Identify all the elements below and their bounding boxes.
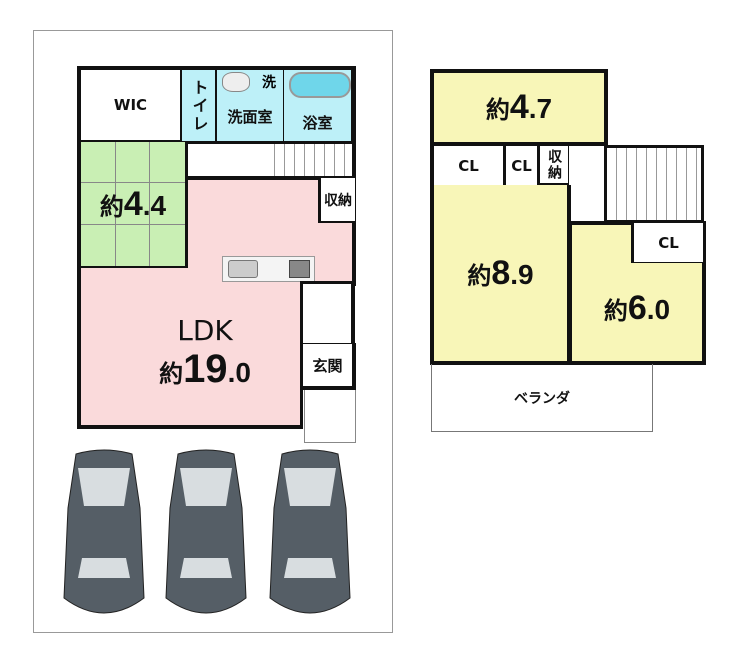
wall-bottom xyxy=(77,425,303,429)
stairs-2f-icon xyxy=(604,145,704,223)
storage-1f: 収納 xyxy=(318,178,355,223)
entrance-label: 玄関 xyxy=(312,356,343,375)
room-entrance: 玄関 xyxy=(302,343,356,390)
ldk-fill-lower xyxy=(77,265,302,427)
kitchen-sink-icon xyxy=(228,260,258,278)
room-4-7-area: 約4.7 xyxy=(485,88,553,126)
wash-sink-label: 洗 xyxy=(262,75,276,91)
closet-3: CL xyxy=(631,223,703,263)
ldk-area: 約19.0 xyxy=(159,346,251,391)
balcony: ベランダ xyxy=(431,364,653,432)
stairs-icon xyxy=(265,144,353,178)
wall-kitchen xyxy=(300,281,356,284)
room-4-7: 約4.7 xyxy=(430,69,608,146)
bath-label: 浴室 xyxy=(302,114,333,132)
room-8-9: 約8.9 xyxy=(430,185,571,365)
washroom-label: 洗面室 xyxy=(227,108,273,126)
closet-2-label: CL xyxy=(511,156,532,175)
closet-1-label: CL xyxy=(458,156,479,175)
tatami-area: 約4.4 xyxy=(99,184,167,223)
site-boundary xyxy=(33,30,393,633)
ldk-label-block: LDK 約19.0 xyxy=(120,305,290,400)
wall-left xyxy=(77,265,81,429)
storage-2f-label: 収納 xyxy=(546,148,562,181)
room-6-0-area: 約6.0 xyxy=(603,288,671,327)
bathtub-icon xyxy=(289,72,351,98)
car-icon xyxy=(63,449,145,614)
ldk-label: LDK xyxy=(177,313,233,347)
room-tatami: 約4.4 xyxy=(77,142,188,268)
entry-hall xyxy=(302,284,355,344)
storage-1f-label: 収納 xyxy=(324,192,352,209)
wall-ldk-right xyxy=(300,281,303,429)
wic-label: WIC xyxy=(113,96,148,114)
closet-2: CL xyxy=(504,144,539,186)
closet-1: CL xyxy=(430,144,505,186)
car-icon xyxy=(165,449,247,614)
balcony-label: ベランダ xyxy=(514,390,570,407)
room-8-9-area: 約8.9 xyxy=(467,253,534,292)
closet-3-label: CL xyxy=(658,233,679,252)
wall-hall-ldk xyxy=(186,176,355,180)
car-icon xyxy=(269,449,351,614)
stove-icon xyxy=(289,260,310,278)
porch xyxy=(304,390,356,443)
toilet-label: トイレ xyxy=(189,78,209,133)
wall-right xyxy=(352,66,356,286)
storage-2f: 収納 xyxy=(538,144,569,186)
sink-icon xyxy=(222,72,250,92)
